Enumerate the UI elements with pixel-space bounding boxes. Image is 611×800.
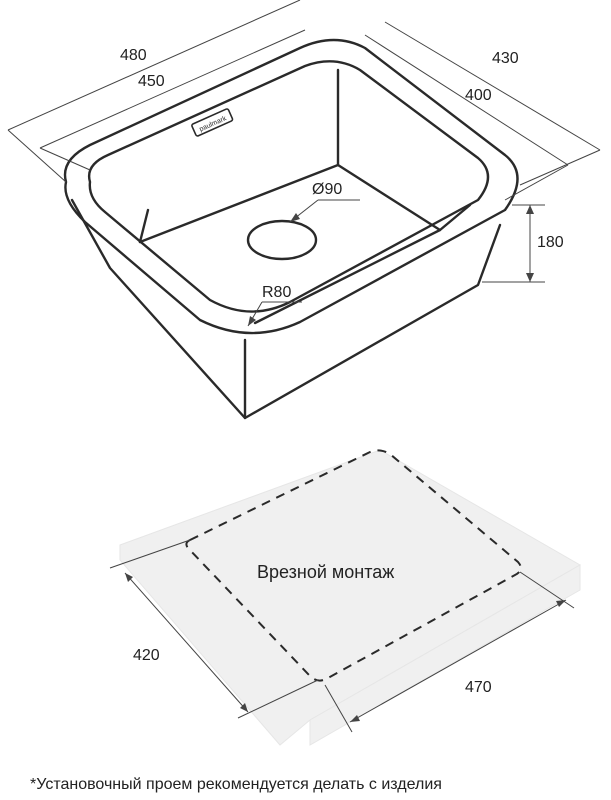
sink-inner-rim [87,60,490,313]
cutout-outline [185,449,522,682]
dim-height: 180 [537,234,564,251]
dim-cutout-depth: 420 [133,647,160,664]
sink-outline [63,38,519,420]
mount-label: Врезной монтаж [257,562,394,582]
countertop-slab [119,449,582,746]
dim-inner-width: 450 [138,73,165,90]
dim-cutout-width: 470 [465,679,492,696]
cutout-dimension-lines [109,539,575,733]
cutout-dimension-arrows [125,573,566,722]
dim-outer-width: 480 [120,47,147,64]
dimension-arrows [526,205,534,282]
dim-drain: Ø90 [312,181,342,198]
sink-bowl-floor [138,163,442,325]
brand-plate: paulmark [191,108,234,137]
drain-hole [246,219,318,261]
dimension-lines [7,0,601,283]
footnote: *Установочный проем рекомендуется делать… [30,776,442,793]
dim-inner-depth: 400 [465,87,492,104]
dim-outer-depth: 430 [492,50,519,67]
dim-radius: R80 [262,284,291,301]
